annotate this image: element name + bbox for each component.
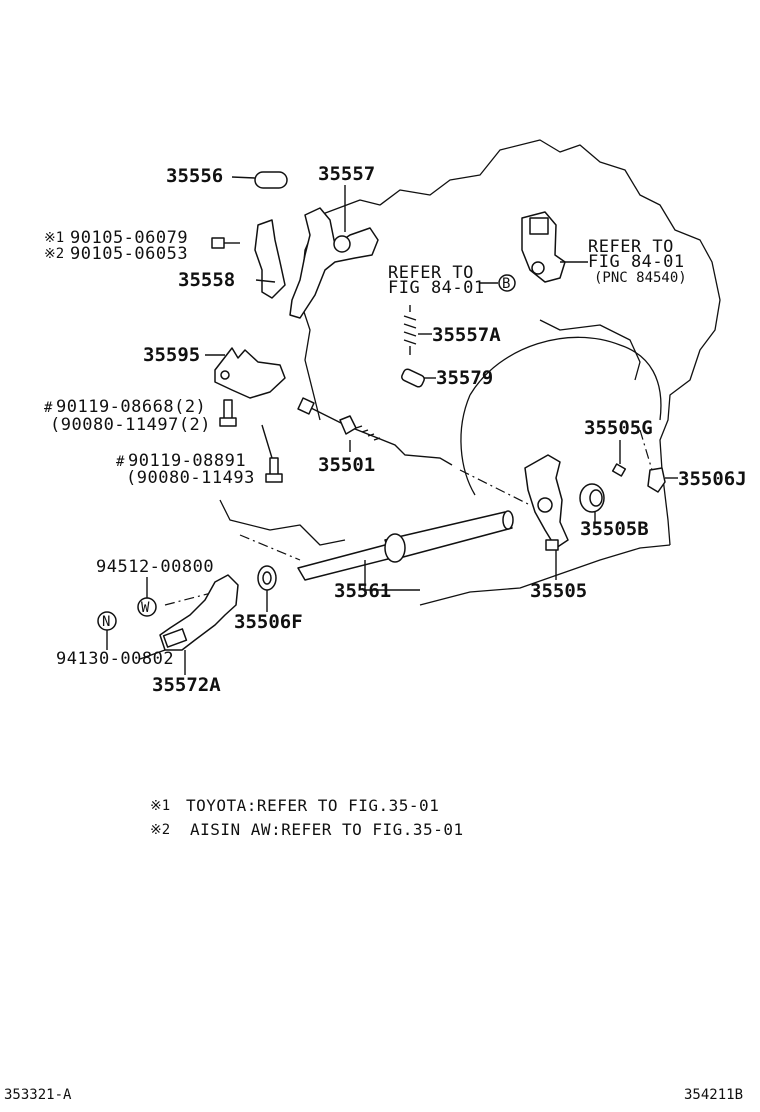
- part-35506J-clip: [647, 467, 678, 493]
- label-35505G: 35505G: [584, 417, 653, 439]
- part-35505G-clip: [611, 440, 627, 477]
- note1-text: TOYOTA:REFER TO FIG.35-01: [186, 796, 439, 815]
- part-neutral-switch: [521, 211, 588, 283]
- marker-hash-1: #: [44, 400, 53, 416]
- note1-mark: ※1: [150, 798, 170, 814]
- marker-star1: ※1: [44, 230, 64, 246]
- label-94130-00802: 94130-00802: [56, 649, 174, 669]
- part-35505B-bushing: [579, 483, 605, 522]
- part-90119-08668-bolt: [219, 399, 237, 427]
- part-35557-lever: [289, 185, 379, 319]
- circle-w-marker: [137, 597, 157, 617]
- part-35505-detent-lever: [524, 454, 569, 580]
- part-90105-bolt: [211, 237, 240, 249]
- label-35572A: 35572A: [152, 674, 221, 696]
- part-35501-rod: [297, 397, 453, 466]
- label-94512-00800: 94512-00800: [96, 557, 214, 577]
- ref1-line1: REFER TO: [388, 263, 474, 283]
- part-35579-pin: [401, 368, 436, 388]
- part-35558-bracket: [254, 219, 286, 299]
- label-35561: 35561: [334, 580, 391, 602]
- label-35579: 35579: [436, 367, 493, 389]
- ref1-line2: FIG 84-01: [388, 278, 485, 298]
- part-35572A-lever: [159, 574, 239, 675]
- ref2-line3: (PNC 84540): [594, 270, 687, 286]
- label-35558: 35558: [178, 269, 235, 291]
- part-35556-pin: [231, 171, 288, 189]
- footer-right-code: 354211B: [684, 1087, 743, 1103]
- label-35556: 35556: [166, 165, 223, 187]
- part-90119-08891-bolt: [261, 424, 283, 483]
- label-35557A: 35557A: [432, 324, 501, 346]
- marker-star2: ※2: [44, 246, 64, 262]
- label-90080-11497: (90080-11497(2): [50, 415, 211, 435]
- label-35501: 35501: [318, 454, 375, 476]
- transmission-housing: [164, 139, 721, 606]
- marker-circle-b: B: [502, 276, 510, 292]
- part-35506F-seal: [257, 565, 277, 612]
- label-35506F: 35506F: [234, 611, 303, 633]
- label-35505B: 35505B: [580, 518, 649, 540]
- label-35557: 35557: [318, 163, 375, 185]
- label-35506J: 35506J: [678, 468, 747, 490]
- label-90119-08891: 90119-08891: [128, 451, 246, 471]
- marker-circle-n: N: [102, 614, 110, 630]
- ref2-line1: REFER TO: [588, 237, 674, 257]
- note2-mark: ※2: [150, 822, 170, 838]
- footer-left-code: 353321-A: [4, 1087, 72, 1103]
- note2-text: AISIN AW:REFER TO FIG.35-01: [190, 820, 464, 839]
- part-35557A-spring: [403, 305, 432, 355]
- part-35561-shaft: [297, 510, 514, 591]
- label-90080-11493: (90080-11493: [126, 468, 255, 488]
- label-90119-08668: 90119-08668(2): [56, 397, 206, 417]
- label-90105-06053: 90105-06053: [70, 244, 188, 264]
- circle-b-marker: [498, 274, 516, 292]
- label-35595: 35595: [143, 344, 200, 366]
- marker-hash-2: #: [116, 454, 125, 470]
- part-35595-bracket: [205, 347, 286, 399]
- label-90105-06079: 90105-06079: [70, 228, 188, 248]
- ref2-line2: FIG 84-01: [588, 252, 685, 272]
- label-35505: 35505: [530, 580, 587, 602]
- marker-circle-w: W: [141, 600, 150, 616]
